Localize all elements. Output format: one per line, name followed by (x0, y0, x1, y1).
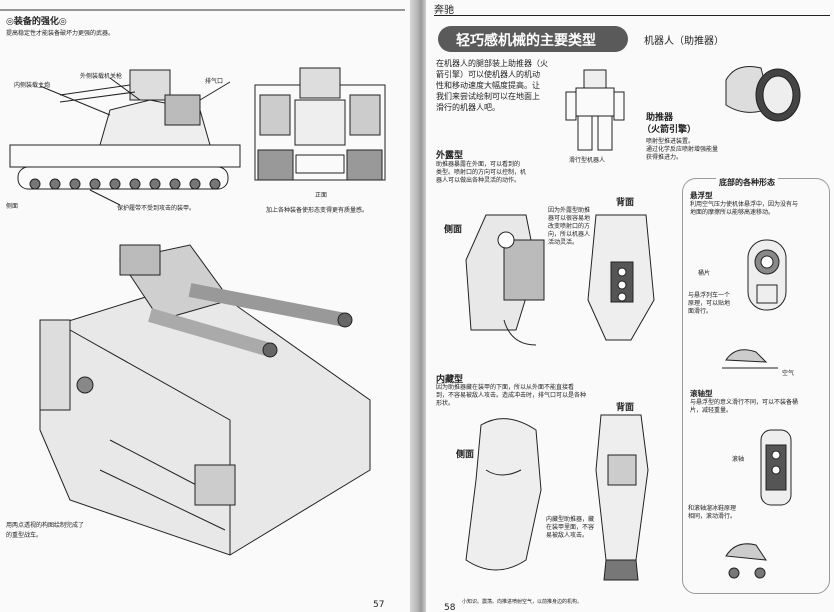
section-title: 轻巧感机械的主要类型 (456, 33, 596, 49)
external-heading: 外露型 (436, 151, 464, 161)
booster-desc-line3: 获得推进力。 (646, 154, 683, 161)
hover-desc-line2: 地面的摩擦所以能够高速移动。 (690, 209, 775, 216)
header-rule (434, 15, 830, 16)
chapter-header: 奔驰 (434, 5, 454, 16)
internal-desc-line1: 因为助推器藏在装甲的下面，所以从外面不能直接看 (436, 384, 575, 391)
external-desc-line1: 助推器暴露在外面，可以看到的 (436, 161, 521, 168)
label-front: 正面 (315, 192, 328, 199)
external-note-line5: 活动灵活。 (548, 239, 579, 246)
right-page: 奔驰 轻巧感机械的主要类型 机器人（助推器） 在机器人的腿部装上助推器（火 箭引… (426, 0, 834, 612)
internal-heading: 内藏型 (436, 375, 464, 385)
robot-caption: 滑行型机器人 (569, 157, 606, 164)
booster-heading: 助推器 (646, 113, 674, 123)
booster-subheading: （火箭引擎） (642, 125, 697, 135)
intro-line1: 在机器人的腿部装上助推器（火 (436, 59, 548, 68)
external-desc-line3: 器人可以做出各种灵活的动作。 (436, 177, 521, 184)
label-armor-inner: 内侧装载主炮 (14, 82, 51, 89)
left-page: ◎装备的强化◎ 提高稳定性才能装备破坏力更强的武器。 内侧装载主炮 外侧装载机关… (0, 0, 410, 612)
intro-line5: 滑行的机器人吧。 (436, 103, 500, 112)
label-side: 侧面 (6, 203, 19, 210)
hover-desc-line1: 利用空气压力使机体悬浮中，因为没有与 (690, 201, 799, 208)
internal-desc-line3: 形状。 (436, 400, 455, 407)
hover-note-line3: 面滑行。 (688, 308, 713, 315)
air-label: 空气 (782, 370, 795, 377)
booster-desc-line1: 喷射型推进装置。 (646, 138, 695, 145)
hover-heading: 悬浮型 (690, 191, 713, 200)
label-armor-outer: 外侧装载机关枪 (80, 73, 123, 80)
roller-desc-line2: 片，减轻重量。 (690, 407, 733, 414)
book-gutter (410, 0, 426, 612)
external-side-label: 侧面 (444, 225, 463, 235)
label-exhaust: 排气口 (205, 78, 224, 85)
hover-note-line1: 与悬浮列车一个 (688, 292, 731, 299)
roller-note-line2: 相同，滚动滑行。 (688, 513, 737, 520)
roller-label: 滚轴 (732, 456, 745, 463)
label-protect: 保护履带不受到攻击的装甲。 (117, 205, 196, 212)
internal-back-label: 背面 (616, 403, 635, 413)
label-front-caption: 加上各种装备使形态变得更有质量感。 (266, 207, 369, 214)
external-note-line4: 向，所以机器人 (548, 231, 591, 238)
booster-illustrations (465, 66, 801, 581)
section-desc: 提高稳定性才能装备破坏力更强的武器。 (6, 30, 115, 37)
external-note-line3: 改变喷射口的方 (548, 223, 591, 230)
external-note-line1: 因为外露型助推 (548, 207, 591, 214)
intro-line2: 箭引擎）可以使机器人的机动 (436, 70, 540, 79)
fan-label: 桶片 (698, 270, 711, 277)
hover-note-line2: 原理，可以贴地 (688, 300, 731, 307)
robot-heading: 机器人（助推器） (644, 36, 724, 47)
page-number-left: 57 (373, 600, 385, 610)
internal-side-label: 侧面 (456, 450, 475, 460)
intro-line4: 我们来尝试绘制可以在地面上 (436, 92, 540, 101)
internal-note-line2: 在装甲里面，不容 (546, 524, 595, 531)
external-back-label: 背面 (616, 198, 635, 208)
page-number-right: 58 (444, 603, 456, 612)
bottom-types-heading: 底部的各种形态 (716, 177, 778, 188)
bottom-caption-line2: 的重型战车。 (6, 532, 43, 539)
intro-line3: 性和移动速度大幅度提高。让 (436, 81, 540, 90)
internal-note-line3: 易被敌人攻击。 (546, 532, 589, 539)
external-note-line2: 器可以很容易地 (548, 215, 591, 222)
internal-desc-line2: 到，不容易被敌人攻击。造成冲击时，排气口可以是各种 (436, 392, 587, 399)
roller-heading: 滚轴型 (690, 389, 713, 398)
internal-note-line1: 内藏型助推器，藏 (546, 516, 595, 523)
footer-note: 小知识。震荡。向推进喷射空气，以前推身边的机构。 (462, 599, 583, 605)
bottom-caption-line1: 用两点透视的构图绘制完成了 (6, 522, 85, 529)
roller-desc-line1: 与悬浮型的意义滑行不同，可以不装备桶 (690, 399, 799, 406)
booster-desc-line2: 通过化学反应喷射增强能量 (646, 146, 719, 153)
roller-note-line1: 和滚轴溜冰鞋原理 (688, 505, 737, 512)
external-desc-line2: 类型。喷射口的方向可以控制，机 (436, 169, 527, 176)
section-title: ◎装备的强化◎ (6, 17, 67, 27)
title-pill (438, 26, 628, 52)
tank-side-illustration (0, 9, 405, 556)
